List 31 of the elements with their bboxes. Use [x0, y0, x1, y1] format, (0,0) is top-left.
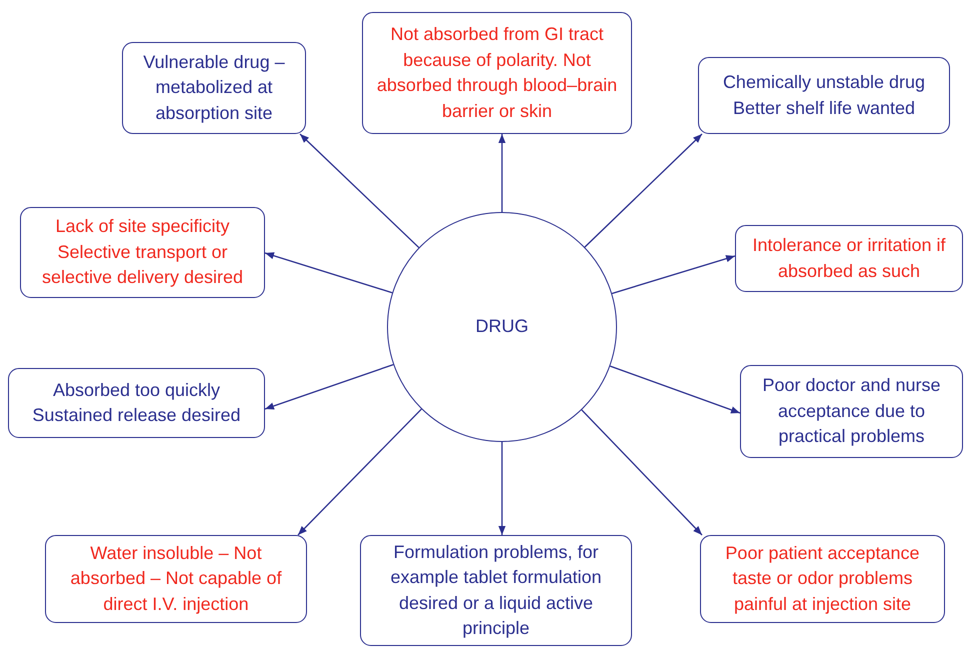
problem-box — [740, 365, 963, 458]
problem-box — [20, 207, 265, 298]
node-text: Formulation problems, for example tablet formulation desired or a liquid active principle — [389, 540, 603, 640]
node-text: DRUG — [476, 315, 528, 338]
problem-box — [698, 57, 950, 134]
arrow — [300, 134, 420, 248]
problem-box — [362, 12, 632, 134]
problem-box — [8, 368, 265, 438]
arrow — [264, 364, 394, 410]
arrow — [298, 408, 422, 536]
problem-box — [735, 225, 963, 292]
arrow — [581, 409, 702, 536]
problem-box — [360, 535, 632, 646]
node-text: Vulnerable drug – metabolized at absorption site — [142, 50, 286, 125]
arrow — [264, 252, 392, 294]
problem-box — [45, 535, 307, 623]
node-text: Absorbed too quickly Sustained release desired — [31, 378, 242, 427]
arrow — [498, 442, 506, 535]
arrow — [498, 134, 506, 212]
arrow — [612, 255, 736, 294]
node-text: Not absorbed from GI tract because of polarity. Not absorbed through blood–brain barrier or skin — [376, 23, 618, 122]
node-text: Poor doctor and nurse acceptance due to practical problems — [761, 374, 942, 448]
node-text: Lack of site specificity Selective transport or selective delivery desired — [40, 215, 244, 290]
node-text: Poor patient acceptance taste or odor problems painful at injection site — [724, 542, 921, 616]
problem-box — [700, 535, 945, 623]
problem-box — [122, 42, 306, 134]
node-text: Chemically unstable drug Better shelf life wanted — [722, 71, 926, 120]
node-text: Intolerance or irritation if absorbed as such — [751, 234, 947, 282]
arrow — [610, 365, 740, 414]
arrow — [584, 134, 702, 248]
node-text: Water insoluble – Not absorbed – Not capable of direct I.V. injection — [69, 542, 283, 616]
